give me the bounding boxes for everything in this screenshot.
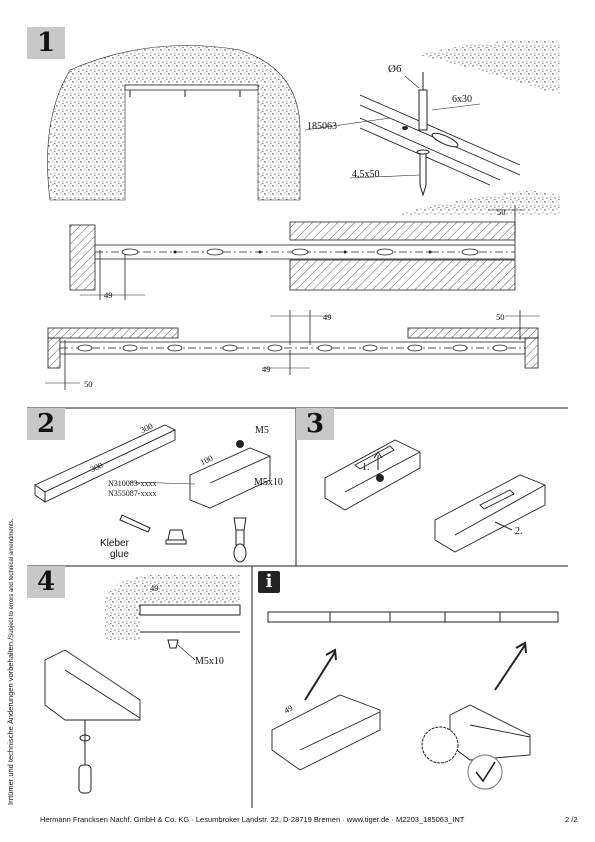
info-icon: i [258, 571, 280, 593]
screw-6x30-label: 6x30 [452, 94, 472, 105]
disclaimer-small: Subject to errors and technical amendmen… [9, 518, 15, 638]
glue-label: glue [110, 549, 129, 560]
wall-niche [47, 45, 301, 201]
footer-text: Hermann Francksen Nachf. GmbH & Co. KG ·… [40, 815, 465, 824]
arrow-up-icon [304, 648, 337, 701]
article-number-2: N355087-xxxx [108, 489, 157, 498]
dim-50-top-right: 50 [497, 207, 506, 217]
m5x10-label: M5x10 [254, 477, 283, 488]
screwdriver-icon [78, 764, 92, 794]
dim-49-bottom: 49 [262, 364, 271, 374]
arrow-up-icon-2 [494, 641, 527, 691]
kleber-label: Kleber [100, 538, 129, 549]
dim-49-left: 49 [104, 290, 113, 300]
disclaimer-main: Irrtümer und technische Änderungen vorbe… [6, 637, 15, 805]
diameter-label: Ø6 [388, 63, 402, 75]
profile-number-label: 185063 [307, 121, 337, 132]
dim-49-top: 49 [323, 312, 332, 322]
step4-dim-49: 49 [150, 583, 159, 593]
m5-label: M5 [255, 425, 269, 436]
step3-sub-1: 1. [362, 462, 370, 473]
dim-50-right: 50 [496, 312, 505, 322]
step-1-badge: 1 [27, 27, 65, 59]
step-3-badge: 3 [296, 408, 334, 440]
step4-m5x10-label: M5x10 [195, 656, 224, 667]
article-number-1: N310083-xxxx [108, 479, 157, 488]
step-4-badge: 4 [27, 566, 65, 598]
page-number: 2 /2 [565, 815, 578, 824]
screw-45x50-label: 4,5x50 [352, 169, 380, 180]
saw-blade-icon [421, 726, 459, 764]
dim-50-bottom-left: 50 [84, 379, 93, 389]
check-circle-icon [467, 754, 503, 790]
step3-sub-2: 2. [515, 526, 523, 537]
glue-tube-icon [119, 514, 151, 533]
disclaimer-vertical: Irrtümer und technische Änderungen vorbe… [6, 519, 15, 805]
step-2-badge: 2 [27, 408, 65, 440]
